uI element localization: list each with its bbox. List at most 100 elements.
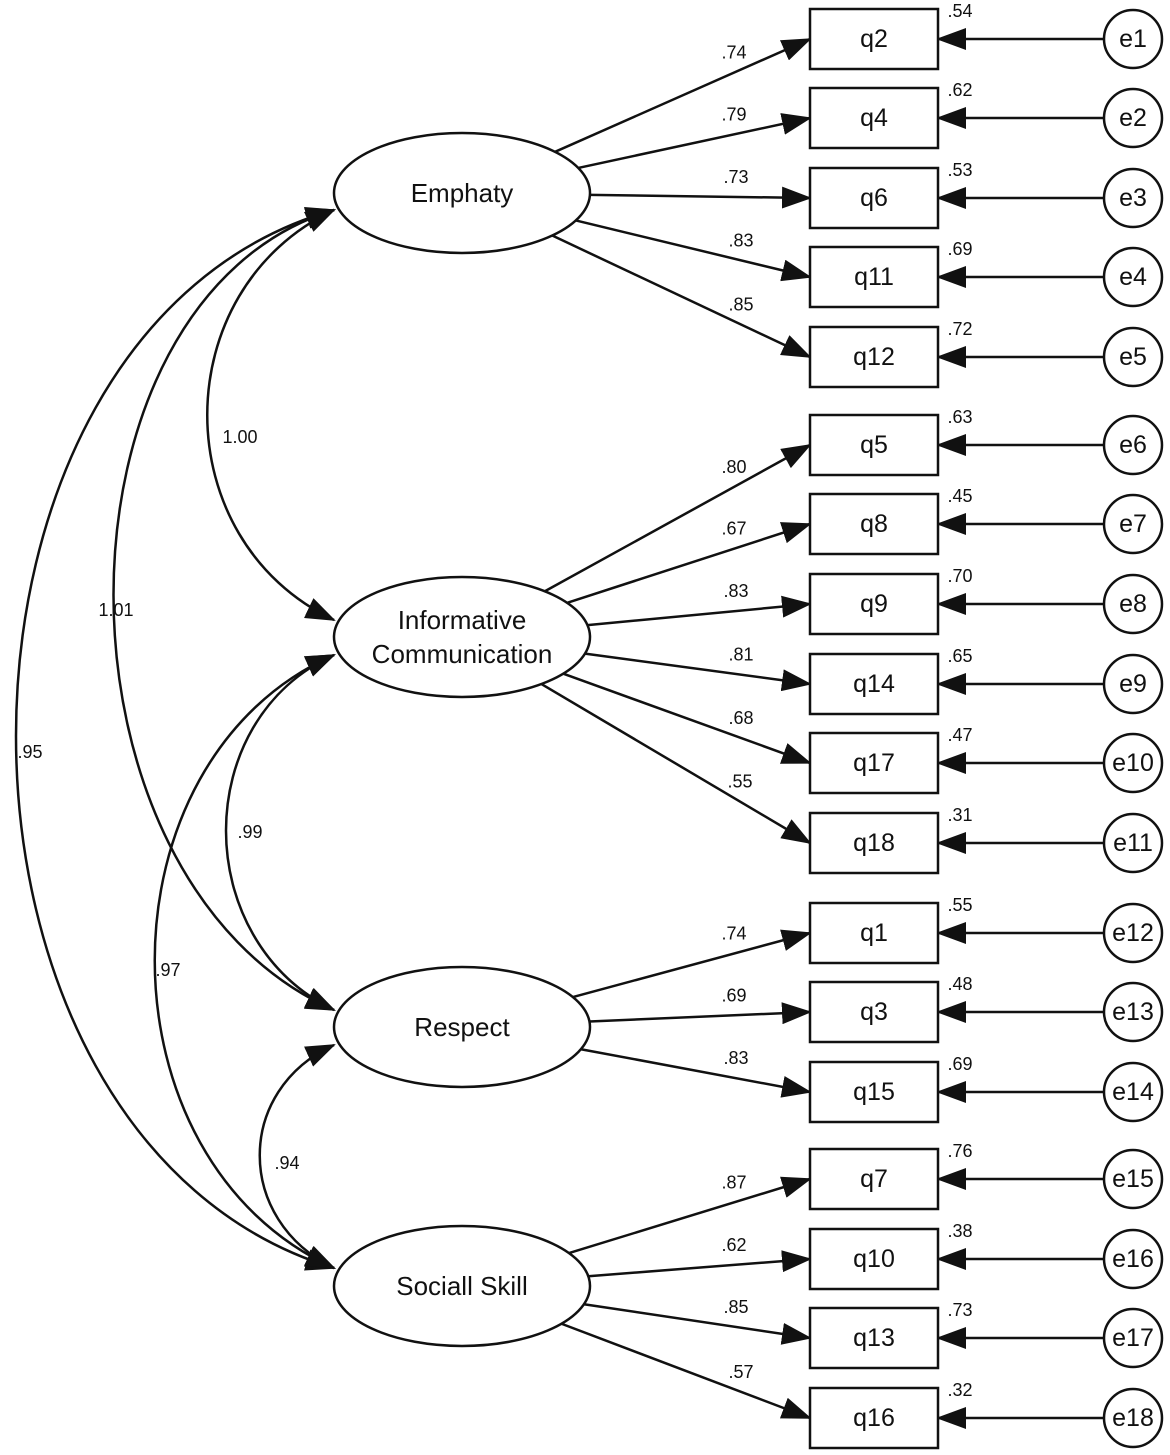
indicator-label-q16: q16 [853,1404,895,1432]
loading-q3: .69 [721,985,746,1005]
indicator-box-q6 [808,166,940,230]
loading-path-q9 [587,595,812,627]
covariance-layer [14,207,336,1271]
covariance-label-informative-communication-sociall-skill: .97 [155,960,180,980]
r2-q13: .73 [947,1300,972,1320]
loading-q11: .83 [728,230,753,250]
indicator-label-q11: q11 [854,263,894,291]
latent-informative-communication [332,575,592,699]
indicator-box-q15 [808,1060,940,1124]
error-circle-e8 [1102,573,1164,635]
error-label-e16: e16 [1112,1245,1154,1273]
error-circle-e7 [1102,493,1164,555]
indicator-box-q14 [808,652,940,716]
error-label-e12: e12 [1112,919,1154,947]
error-circle-e17 [1102,1307,1164,1369]
loading-q4: .79 [721,104,746,124]
loading-path-q10 [588,1250,812,1278]
loading-q8: .67 [721,519,746,539]
error-circle-e14 [1102,1061,1164,1123]
r2-q15: .69 [947,1054,972,1074]
indicator-box-q9 [808,572,940,636]
error-label-e9: e9 [1119,670,1147,698]
error-label-e10: e10 [1112,749,1154,777]
error-circle-e9 [1102,653,1164,715]
error-circle-e2 [1102,87,1164,149]
loading-path-q6 [589,186,812,209]
r2-q7: .76 [947,1141,972,1161]
indicator-label-q14: q14 [853,670,895,698]
latent-respect [332,965,592,1089]
indicator-box-q5 [808,413,940,477]
indicator-box-q10 [808,1227,940,1291]
indicator-box-q11 [808,245,940,309]
error-circle-e5 [1102,326,1164,388]
indicator-box-q12 [808,325,940,389]
loading-path-q15 [580,1047,812,1098]
loading-path-q12 [551,234,812,359]
error-circle-e1 [1102,8,1164,70]
loading-q15: .83 [723,1048,748,1068]
indicator-label-q8: q8 [860,510,888,538]
loading-q17: .68 [728,708,753,728]
indicator-label-q15: q15 [853,1078,895,1106]
covariance-label-respect-sociall-skill: .94 [274,1153,299,1173]
error-label-e18: e18 [1112,1404,1154,1432]
indicator-box-q13 [808,1306,940,1370]
loading-q10: .62 [721,1235,746,1255]
indicator-label-q6: q6 [860,184,888,212]
loading-q9: .83 [723,581,748,601]
loading-path-q18 [540,682,812,845]
error-label-e6: e6 [1119,431,1147,459]
loading-q2: .74 [721,43,746,63]
loading-q1: .74 [721,924,746,944]
label-layer: EmphatyInformativeCommunicationRespectSo… [17,1,1153,1432]
r2-q14: .65 [947,646,972,666]
error-circle-e11 [1102,812,1164,874]
error-circle-e3 [1102,167,1164,229]
indicator-box-q7 [808,1147,940,1211]
covariance-label-emphaty-respect: 1.01 [98,600,133,620]
indicator-box-q17 [808,731,940,795]
error-label-e13: e13 [1112,998,1154,1026]
error-circle-e12 [1102,902,1164,964]
latent-sociall-skill [332,1224,592,1348]
r2-q9: .70 [947,566,972,586]
r2-q3: .48 [947,974,972,994]
node-layer [332,7,1164,1450]
error-circle-e16 [1102,1228,1164,1290]
indicator-label-q18: q18 [853,829,895,857]
error-label-e17: e17 [1112,1324,1154,1352]
indicator-label-q4: q4 [860,104,888,132]
latent-label-sociall-skill: Sociall Skill [396,1271,528,1301]
r2-q12: .72 [947,319,972,339]
latent-label-emphaty: Emphaty [411,178,514,208]
loading-path-q14 [584,652,812,692]
latent-label-respect: Respect [414,1012,510,1042]
indicator-label-q5: q5 [860,431,888,459]
r2-q2: .54 [947,1,972,21]
error-label-e15: e15 [1112,1165,1154,1193]
loading-q14: .81 [728,645,753,665]
indicator-box-q2 [808,7,940,71]
loading-q12: .85 [728,294,753,314]
loading-q16: .57 [728,1362,753,1382]
r2-q11: .69 [947,239,972,259]
loading-path-q11 [575,219,812,282]
error-label-e5: e5 [1119,343,1147,371]
error-label-e11: e11 [1113,829,1153,857]
indicator-box-q4 [808,86,940,150]
latent-label-informative-communication: Informative [398,605,527,635]
error-label-e3: e3 [1119,184,1147,212]
covariance-emphaty-sociall-skill [14,207,336,1271]
indicator-label-q17: q17 [853,749,895,777]
r2-q16: .32 [947,1380,972,1400]
loading-path-q3 [589,1002,812,1025]
indicator-label-q2: q2 [860,25,888,53]
indicator-box-q16 [808,1386,940,1450]
covariance-informative-communication-respect [224,653,336,1012]
latent-label-informative-communication: Communication [372,639,553,669]
r2-q1: .55 [947,895,972,915]
loading-path-q16 [561,1322,812,1420]
loading-path-q1 [572,929,812,999]
